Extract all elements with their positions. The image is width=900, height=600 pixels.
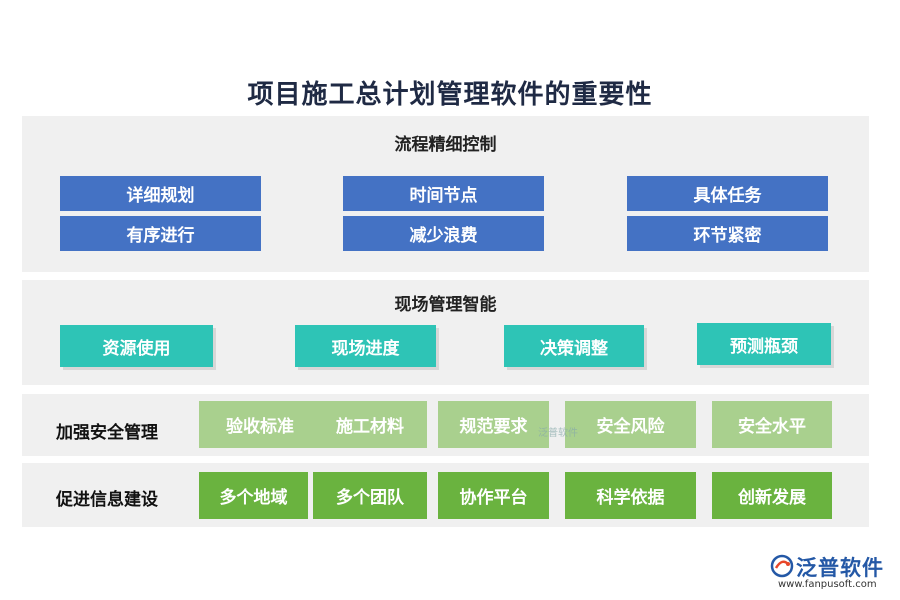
row-label-info: 促进信息建设 — [56, 490, 158, 510]
box-predict-bottleneck: 预测瓶颈 — [697, 323, 831, 365]
box-tight-links: 环节紧密 — [627, 216, 828, 251]
panel-title-process-control: 流程精细控制 — [394, 135, 497, 155]
brand-logo-icon — [770, 554, 794, 578]
panel-info-construction: 促进信息建设 多个地域 多个团队 协作平台 科学依据 创新发展 — [22, 463, 869, 527]
box-innovative-development: 创新发展 — [712, 472, 832, 519]
panel-title-site-management: 现场管理智能 — [394, 295, 497, 315]
box-specific-tasks: 具体任务 — [627, 176, 828, 211]
box-construction-materials: 施工材料 — [313, 401, 427, 448]
box-collaboration-platform: 协作平台 — [438, 472, 549, 519]
box-multiple-regions: 多个地域 — [199, 472, 308, 519]
box-safety-risk: 安全风险 — [565, 401, 696, 448]
box-spec-requirements: 规范要求 — [438, 401, 549, 448]
box-orderly-progress: 有序进行 — [60, 216, 261, 251]
brand-logo-url: www.fanpusoft.com — [778, 579, 877, 590]
panel-process-control: 流程精细控制 详细规划 时间节点 具体任务 有序进行 减少浪费 环节紧密 — [22, 116, 869, 272]
box-site-progress: 现场进度 — [295, 325, 436, 367]
panel-site-management: 现场管理智能 资源使用 现场进度 决策调整 预测瓶颈 — [22, 280, 869, 385]
box-safety-level: 安全水平 — [712, 401, 832, 448]
panel-safety-management: 加强安全管理 验收标准 施工材料 规范要求 安全风险 安全水平 — [22, 394, 869, 456]
box-decision-adjust: 决策调整 — [504, 325, 644, 367]
box-multiple-teams: 多个团队 — [313, 472, 427, 519]
box-detailed-planning: 详细规划 — [60, 176, 261, 211]
brand-logo: 泛普软件 www.fanpusoft.com — [770, 552, 895, 594]
box-reduce-waste: 减少浪费 — [343, 216, 544, 251]
box-scientific-basis: 科学依据 — [565, 472, 696, 519]
row-label-safety: 加强安全管理 — [56, 423, 158, 443]
brand-logo-name: 泛普软件 — [796, 556, 884, 580]
watermark-text: 泛普软件 — [538, 428, 578, 439]
box-acceptance-standard: 验收标准 — [199, 401, 321, 448]
box-time-nodes: 时间节点 — [343, 176, 544, 211]
page-title: 项目施工总计划管理软件的重要性 — [247, 80, 653, 110]
box-resource-usage: 资源使用 — [60, 325, 213, 367]
